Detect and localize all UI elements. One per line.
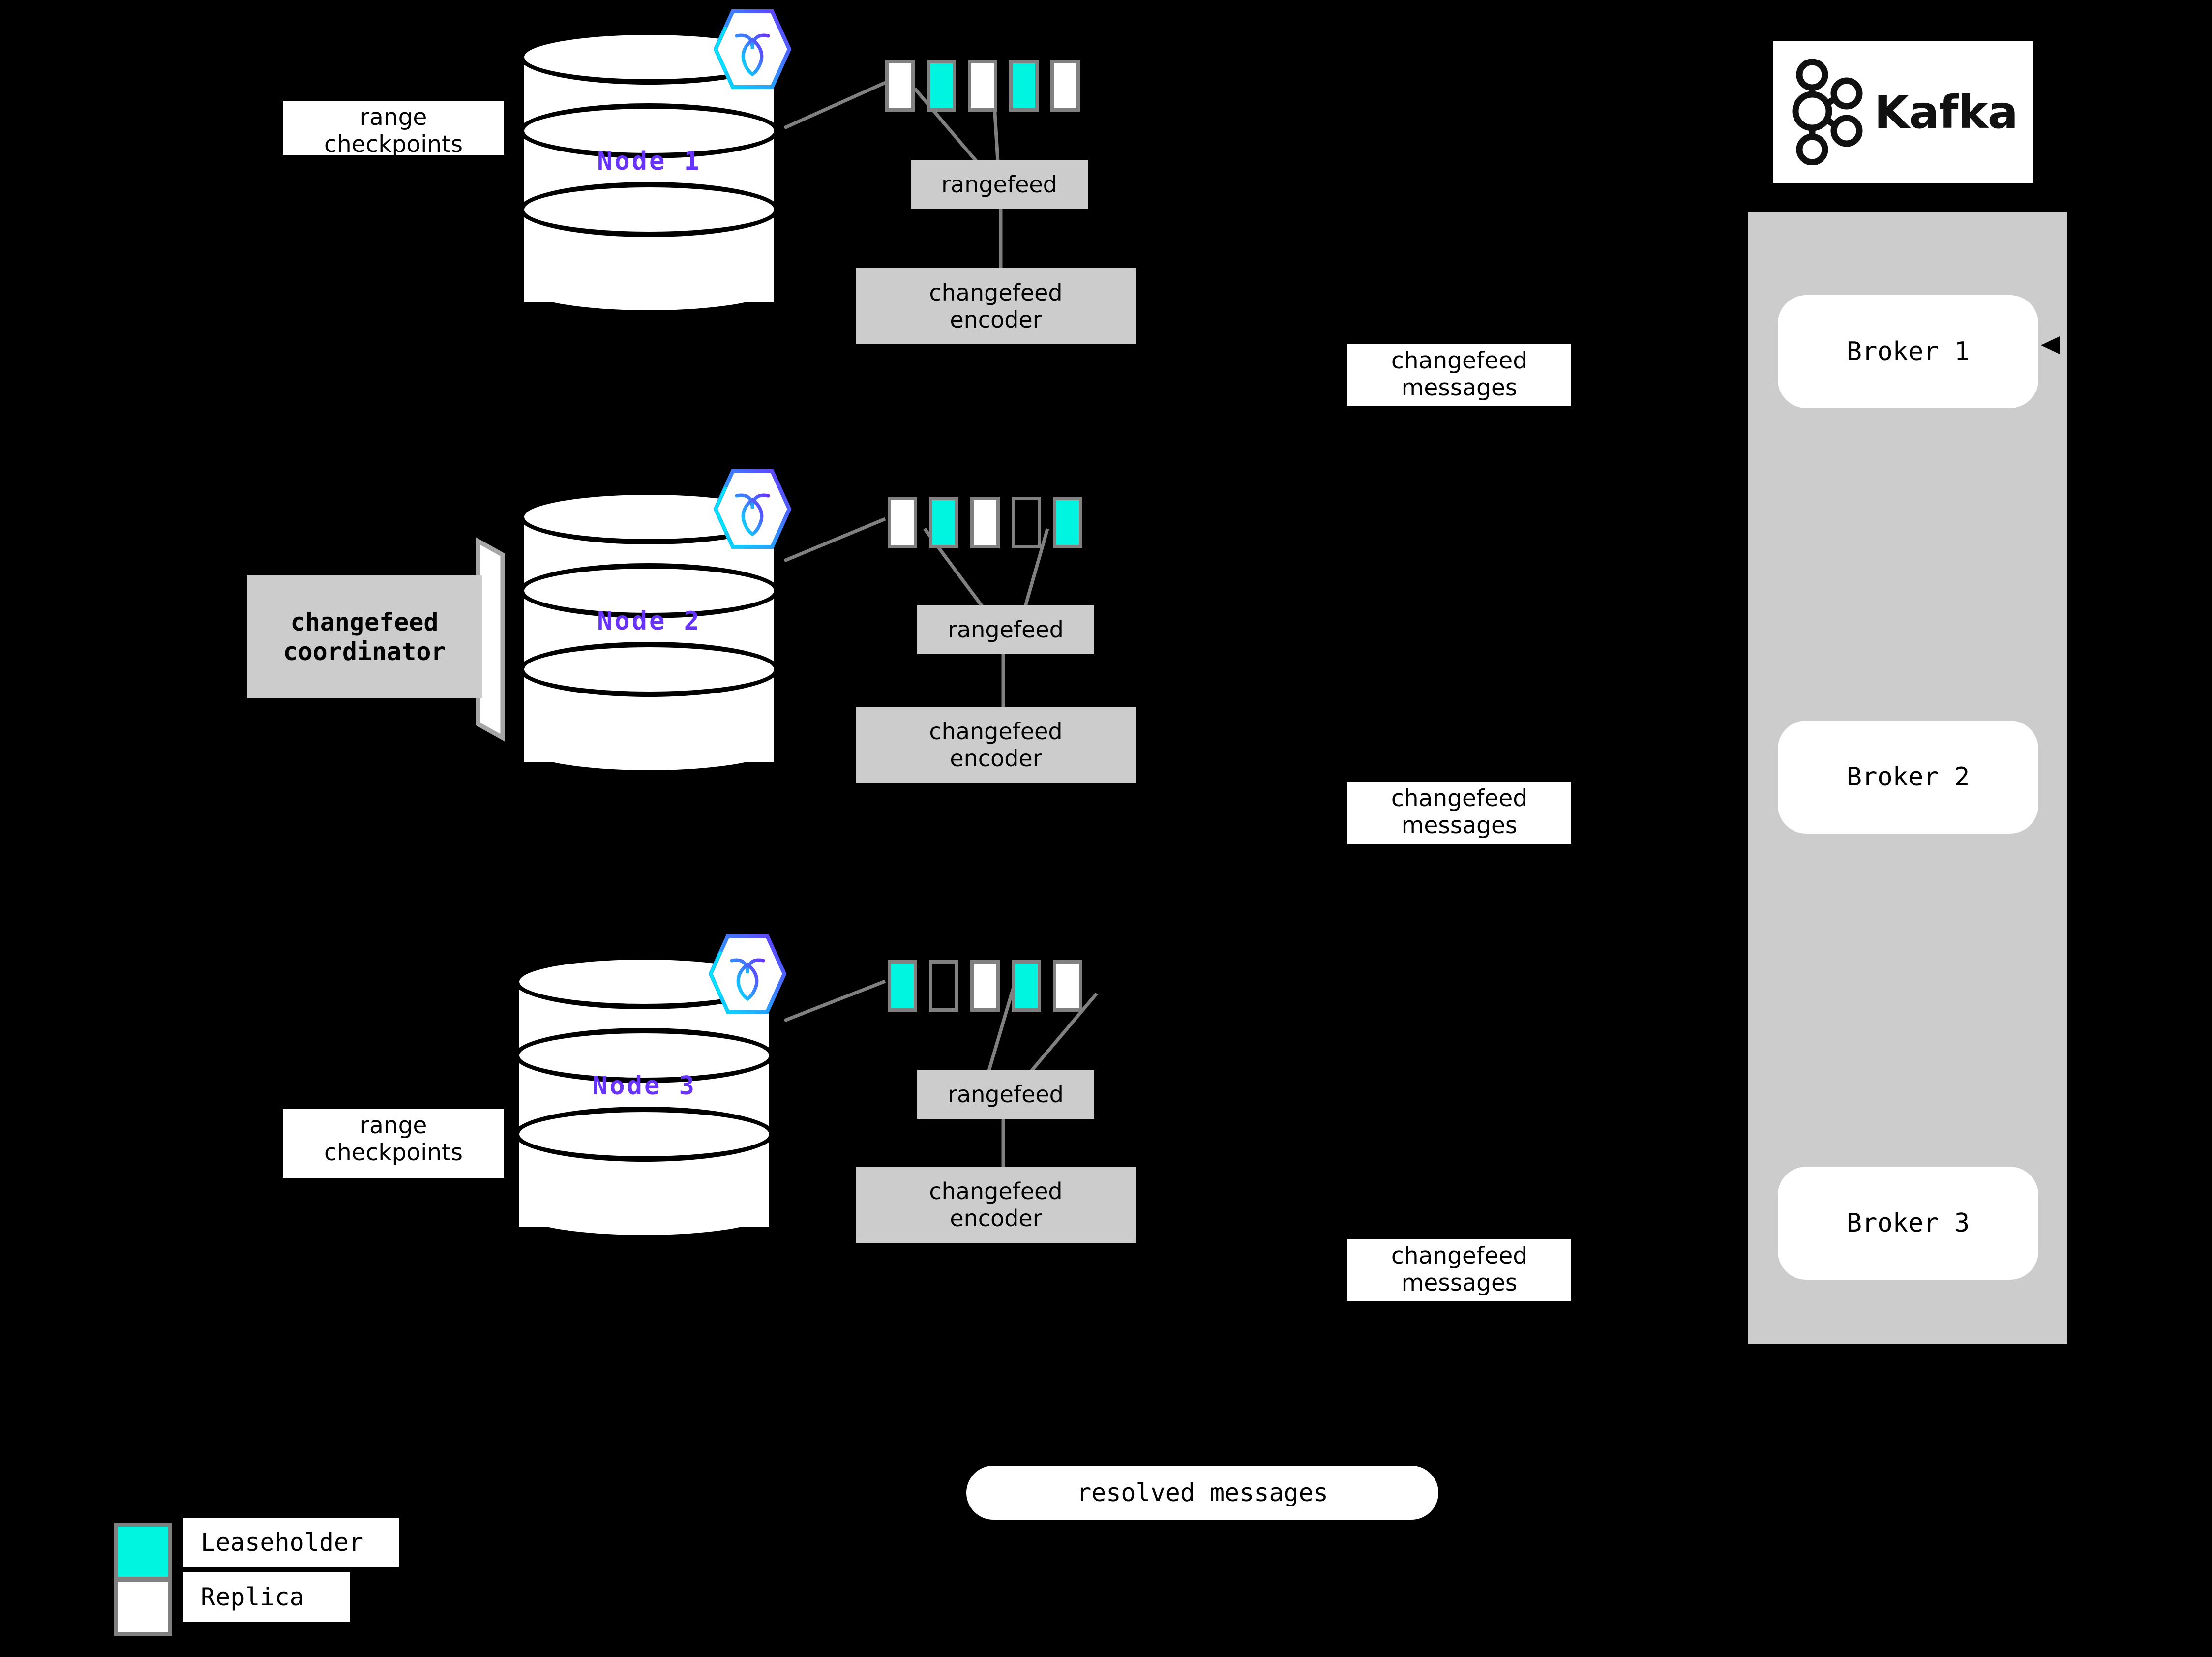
- range-leaseholder: [1012, 960, 1041, 1012]
- node-1-changefeed-encoder-box: changefeed encoder: [856, 268, 1136, 344]
- node-3: Node 3: [514, 934, 787, 1254]
- node-2-rangefeed-box: rangefeed: [917, 605, 1094, 654]
- changefeed-messages-label-3: changefeed messages: [1347, 1239, 1571, 1301]
- node-3-range-checkpoints-label: range checkpoints: [283, 1109, 504, 1178]
- range-replica: [1050, 60, 1080, 112]
- cylinder-disc: [519, 563, 779, 618]
- range-leaseholder: [927, 60, 956, 112]
- cockroachdb-hexagon-icon: [708, 932, 787, 1016]
- range-replica: [970, 960, 1000, 1012]
- cylinder-disc: [519, 182, 779, 237]
- range-empty: [1012, 497, 1041, 548]
- broker-2: Broker 2: [1778, 721, 2038, 834]
- kafka-logo: Kafka: [1773, 41, 2033, 183]
- range-replica: [968, 60, 997, 112]
- node-3-label: Node 3: [592, 1071, 696, 1101]
- legend-label-replica: Replica: [183, 1572, 350, 1622]
- node-1: Node 1: [519, 9, 792, 330]
- range-replica: [885, 60, 915, 112]
- node-1-ranges: [885, 60, 1080, 112]
- range-leaseholder: [929, 497, 958, 548]
- legend-swatch-replica: [114, 1578, 172, 1636]
- range-leaseholder: [1053, 497, 1082, 548]
- cylinder-disc: [519, 103, 779, 158]
- kafka-nodes-icon: [1789, 57, 1867, 167]
- kafka-wordmark: Kafka: [1874, 86, 2018, 139]
- range-empty: [929, 960, 958, 1012]
- node-3-changefeed-encoder-box: changefeed encoder: [856, 1167, 1136, 1243]
- cockroachdb-hexagon-icon: [713, 7, 792, 91]
- node-2-changefeed-encoder-box: changefeed encoder: [856, 707, 1136, 783]
- range-replica: [888, 497, 917, 548]
- cylinder-body: [519, 57, 779, 302]
- cockroachdb-hexagon-icon: [713, 467, 792, 551]
- changefeed-coordinator-box: changefeed coordinator: [247, 575, 482, 698]
- broker-3: Broker 3: [1778, 1167, 2038, 1280]
- node-3-rangefeed-box: rangefeed: [917, 1070, 1094, 1119]
- node-2: Node 2: [519, 469, 792, 789]
- changefeed-coordinator: changefeed coordinator: [247, 531, 522, 743]
- cylinder-disc: [514, 1028, 775, 1083]
- node-cylinder: [519, 30, 779, 330]
- range-replica: [970, 497, 1000, 548]
- broker-arrowheads: [2041, 336, 2060, 354]
- range-replica: [1053, 960, 1082, 1012]
- resolved-messages-pill: resolved messages: [966, 1466, 1438, 1520]
- legend-label-leaseholder: Leaseholder: [183, 1518, 399, 1567]
- range-leaseholder: [888, 960, 917, 1012]
- legend-swatch-leaseholder: [114, 1523, 172, 1581]
- changefeed-messages-label-2: changefeed messages: [1347, 782, 1571, 844]
- node-1-label: Node 1: [597, 147, 701, 176]
- cylinder-disc: [514, 1107, 775, 1162]
- broker-1: Broker 1: [1778, 295, 2038, 408]
- node-3-ranges: [888, 960, 1082, 1012]
- cylinder-disc: [519, 642, 779, 697]
- range-leaseholder: [1009, 60, 1039, 112]
- cylinder-body: [514, 981, 775, 1227]
- node-2-ranges: [888, 497, 1082, 548]
- changefeed-messages-label-1: changefeed messages: [1347, 344, 1571, 406]
- node-1-range-checkpoints-label: range checkpoints: [283, 101, 504, 155]
- node-1-rangefeed-box: rangefeed: [911, 160, 1088, 209]
- node-2-label: Node 2: [597, 606, 701, 636]
- cylinder-body: [519, 516, 779, 762]
